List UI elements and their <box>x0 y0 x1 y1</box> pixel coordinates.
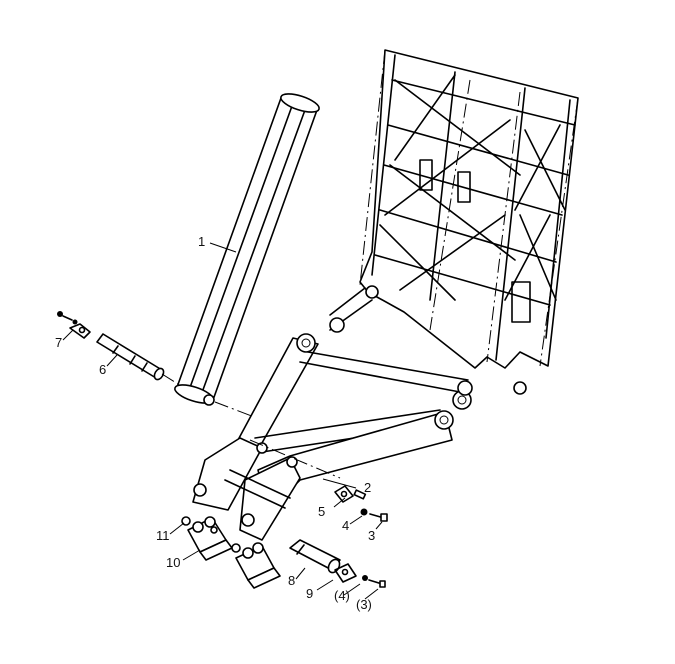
callout-9: 9 <box>306 586 313 601</box>
a-frame-part-2 <box>192 317 473 541</box>
pin-part-6 <box>96 333 179 385</box>
callout-7: 7 <box>55 335 62 350</box>
hardware-parts-3-4-5 <box>334 485 388 522</box>
callout-10: 10 <box>166 555 180 570</box>
callout-3-parenthesized: (3) <box>356 597 372 612</box>
lattice-mast-section <box>329 49 579 395</box>
base-brackets-10-11 <box>181 516 281 589</box>
callout-3: 3 <box>368 528 375 543</box>
leader-lines <box>62 242 383 600</box>
callout-8: 8 <box>288 573 295 588</box>
strut-part-1 <box>174 93 320 421</box>
callout-6: 6 <box>99 362 106 377</box>
callout-11: 11 <box>156 528 170 543</box>
hardware-part-7 <box>57 311 91 339</box>
callout-5: 5 <box>318 504 325 519</box>
callout-1: 1 <box>198 234 205 249</box>
callout-4: 4 <box>342 518 349 533</box>
callout-4-parenthesized: (4) <box>334 588 350 603</box>
hardware-parts-8-9 <box>289 539 386 588</box>
callout-labels: 1 2 3 (3) 4 (4) 5 6 7 8 9 10 11 <box>55 234 375 612</box>
callout-2: 2 <box>364 480 371 495</box>
